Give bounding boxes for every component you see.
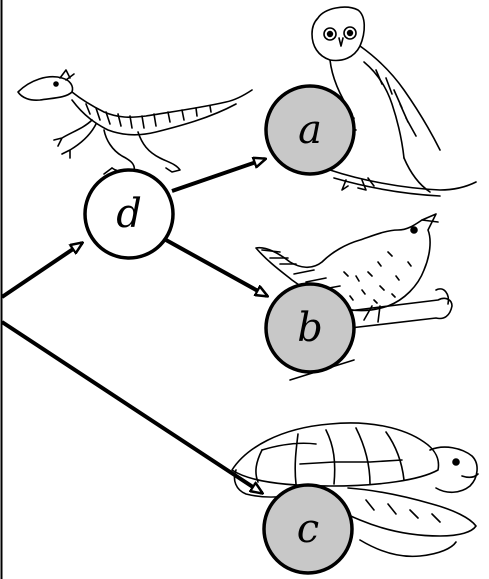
node-a: a [266,86,354,174]
edge-d-to-a [172,159,265,191]
dinosaur-illustration [18,70,252,180]
edge-d-to-b [166,240,267,296]
node-c-label: c [297,506,319,552]
node-d-label: d [116,191,142,237]
edge-root-to-c [2,322,262,493]
node-b: b [266,284,354,372]
node-a-label: a [298,107,322,153]
edge-root-to-d [2,243,82,297]
node-b-label: b [297,305,323,351]
node-d: d [85,170,173,258]
node-c: c [264,485,352,573]
